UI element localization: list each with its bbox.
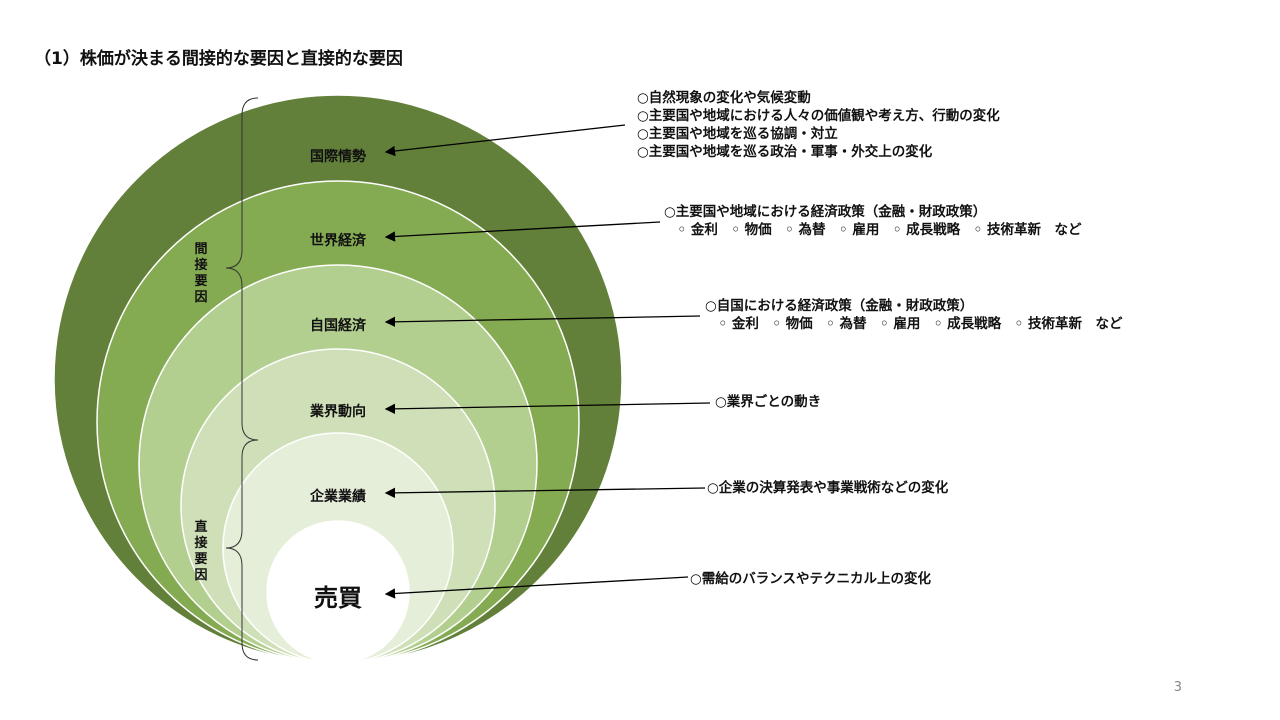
layer-label-world-economy: 世界経済	[310, 233, 366, 249]
arrow	[384, 221, 661, 242]
desc-industry: ○業界ごとの動き	[715, 394, 822, 410]
desc-line: ◦ 金利 ◦ 物価 ◦ 為替 ◦ 雇用 ◦ 成長戦略 ◦ 技術革新 など	[664, 222, 1082, 238]
page-number: 3	[1173, 680, 1182, 695]
desc-line: ◦ 金利 ◦ 物価 ◦ 為替 ◦ 雇用 ◦ 成長戦略 ◦ 技術革新 など	[705, 316, 1123, 332]
layer-label-international: 国際情勢	[310, 149, 366, 165]
desc-line: ○主要国や地域を巡る協調・対立	[637, 126, 838, 142]
arrow	[384, 576, 689, 599]
arrow	[384, 315, 701, 328]
brace-direct	[225, 439, 259, 661]
indirect-factors-label: 間接要因	[194, 242, 208, 305]
desc-line: ○主要国や地域を巡る政治・軍事・外交上の変化	[637, 144, 933, 160]
desc-earnings: ○企業の決算発表や事業戦術などの変化	[707, 480, 949, 496]
desc-line: ○主要国や地域における経済政策（金融・財政政策）	[664, 204, 987, 220]
layer-circle	[266, 520, 410, 664]
slide-title: （1）株価が決まる間接的な要因と直接的な要因	[34, 49, 403, 69]
desc-international: ○自然現象の変化や気候変動 ○主要国や地域における人々の価値観や考え方、行動の変…	[637, 89, 1000, 161]
direct-factors-label: 直接要因	[194, 520, 208, 583]
layer-label-domestic-economy: 自国経済	[310, 318, 366, 334]
arrow	[384, 124, 626, 157]
layer-label-earnings: 企業業績	[310, 489, 366, 505]
desc-line: ○自然現象の変化や気候変動	[637, 90, 811, 106]
desc-line: ○自国における経済政策（金融・財政政策）	[705, 298, 974, 314]
layer-label-industry: 業界動向	[310, 404, 366, 420]
desc-domestic-economy: ○自国における経済政策（金融・財政政策） ◦ 金利 ◦ 物価 ◦ 為替 ◦ 雇用…	[705, 297, 1122, 333]
arrow	[384, 402, 711, 415]
desc-trading: ○需給のバランスやテクニカル上の変化	[690, 571, 932, 587]
desc-world-economy: ○主要国や地域における経済政策（金融・財政政策） ◦ 金利 ◦ 物価 ◦ 為替 …	[664, 203, 1081, 239]
desc-line: ○主要国や地域における人々の価値観や考え方、行動の変化	[637, 108, 1000, 124]
brace-indirect	[225, 97, 259, 441]
arrow	[384, 487, 706, 499]
layer-label-trading: 売買	[314, 584, 362, 612]
